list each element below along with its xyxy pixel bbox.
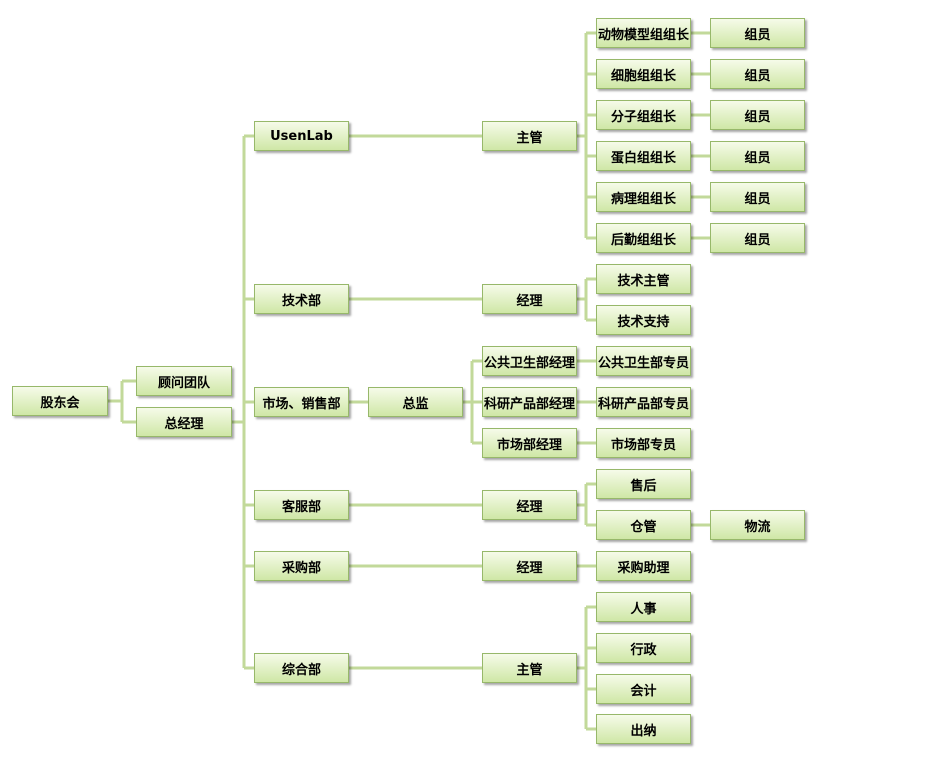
dept-tech-node[interactable]: 技术部 [254,284,349,314]
usenlab-head-node[interactable]: 主管 [482,121,577,151]
tech-staff-node[interactable]: 技术支持 [596,305,691,335]
general-staff-node[interactable]: 行政 [596,633,691,663]
marketing-manager-node[interactable]: 公共卫生部经理 [482,346,577,376]
usenlab-leader-node[interactable]: 后勤组组长 [596,223,691,253]
marketing-manager-node[interactable]: 科研产品部经理 [482,387,577,417]
dept-general-node[interactable]: 综合部 [254,653,349,683]
service-head-node[interactable]: 经理 [482,490,577,520]
dept-service-node[interactable]: 客服部 [254,490,349,520]
general-staff-node[interactable]: 出纳 [596,714,691,744]
root-node[interactable]: 股东会 [12,386,108,416]
member-node[interactable]: 组员 [710,100,805,130]
marketing-manager-node[interactable]: 市场部经理 [482,428,577,458]
marketing-head-node[interactable]: 总监 [368,387,463,417]
tech-staff-node[interactable]: 技术主管 [596,264,691,294]
member-node[interactable]: 组员 [710,182,805,212]
general-staff-node[interactable]: 会计 [596,674,691,704]
service-staff-node[interactable]: 售后 [596,469,691,499]
usenlab-leader-node[interactable]: 细胞组组长 [596,59,691,89]
usenlab-leader-node[interactable]: 病理组组长 [596,182,691,212]
service-staff-node[interactable]: 仓管 [596,510,691,540]
usenlab-leader-node[interactable]: 动物模型组组长 [596,18,691,48]
tech-head-node[interactable]: 经理 [482,284,577,314]
marketing-staff-node[interactable]: 科研产品部专员 [596,387,691,417]
logistics-node[interactable]: 物流 [710,510,805,540]
purchase-staff-node[interactable]: 采购助理 [596,551,691,581]
dept-purchase-node[interactable]: 采购部 [254,551,349,581]
dept-marketing-node[interactable]: 市场、销售部 [254,387,349,417]
usenlab-leader-node[interactable]: 蛋白组组长 [596,141,691,171]
general-staff-node[interactable]: 人事 [596,592,691,622]
member-node[interactable]: 组员 [710,18,805,48]
member-node[interactable]: 组员 [710,223,805,253]
gm-node[interactable]: 总经理 [136,407,232,437]
purchase-head-node[interactable]: 经理 [482,551,577,581]
marketing-staff-node[interactable]: 公共卫生部专员 [596,346,691,376]
usenlab-leader-node[interactable]: 分子组组长 [596,100,691,130]
marketing-staff-node[interactable]: 市场部专员 [596,428,691,458]
member-node[interactable]: 组员 [710,59,805,89]
dept-usenlab-node[interactable]: UsenLab [254,121,349,151]
general-head-node[interactable]: 主管 [482,653,577,683]
member-node[interactable]: 组员 [710,141,805,171]
advisor-node[interactable]: 顾问团队 [136,366,232,396]
